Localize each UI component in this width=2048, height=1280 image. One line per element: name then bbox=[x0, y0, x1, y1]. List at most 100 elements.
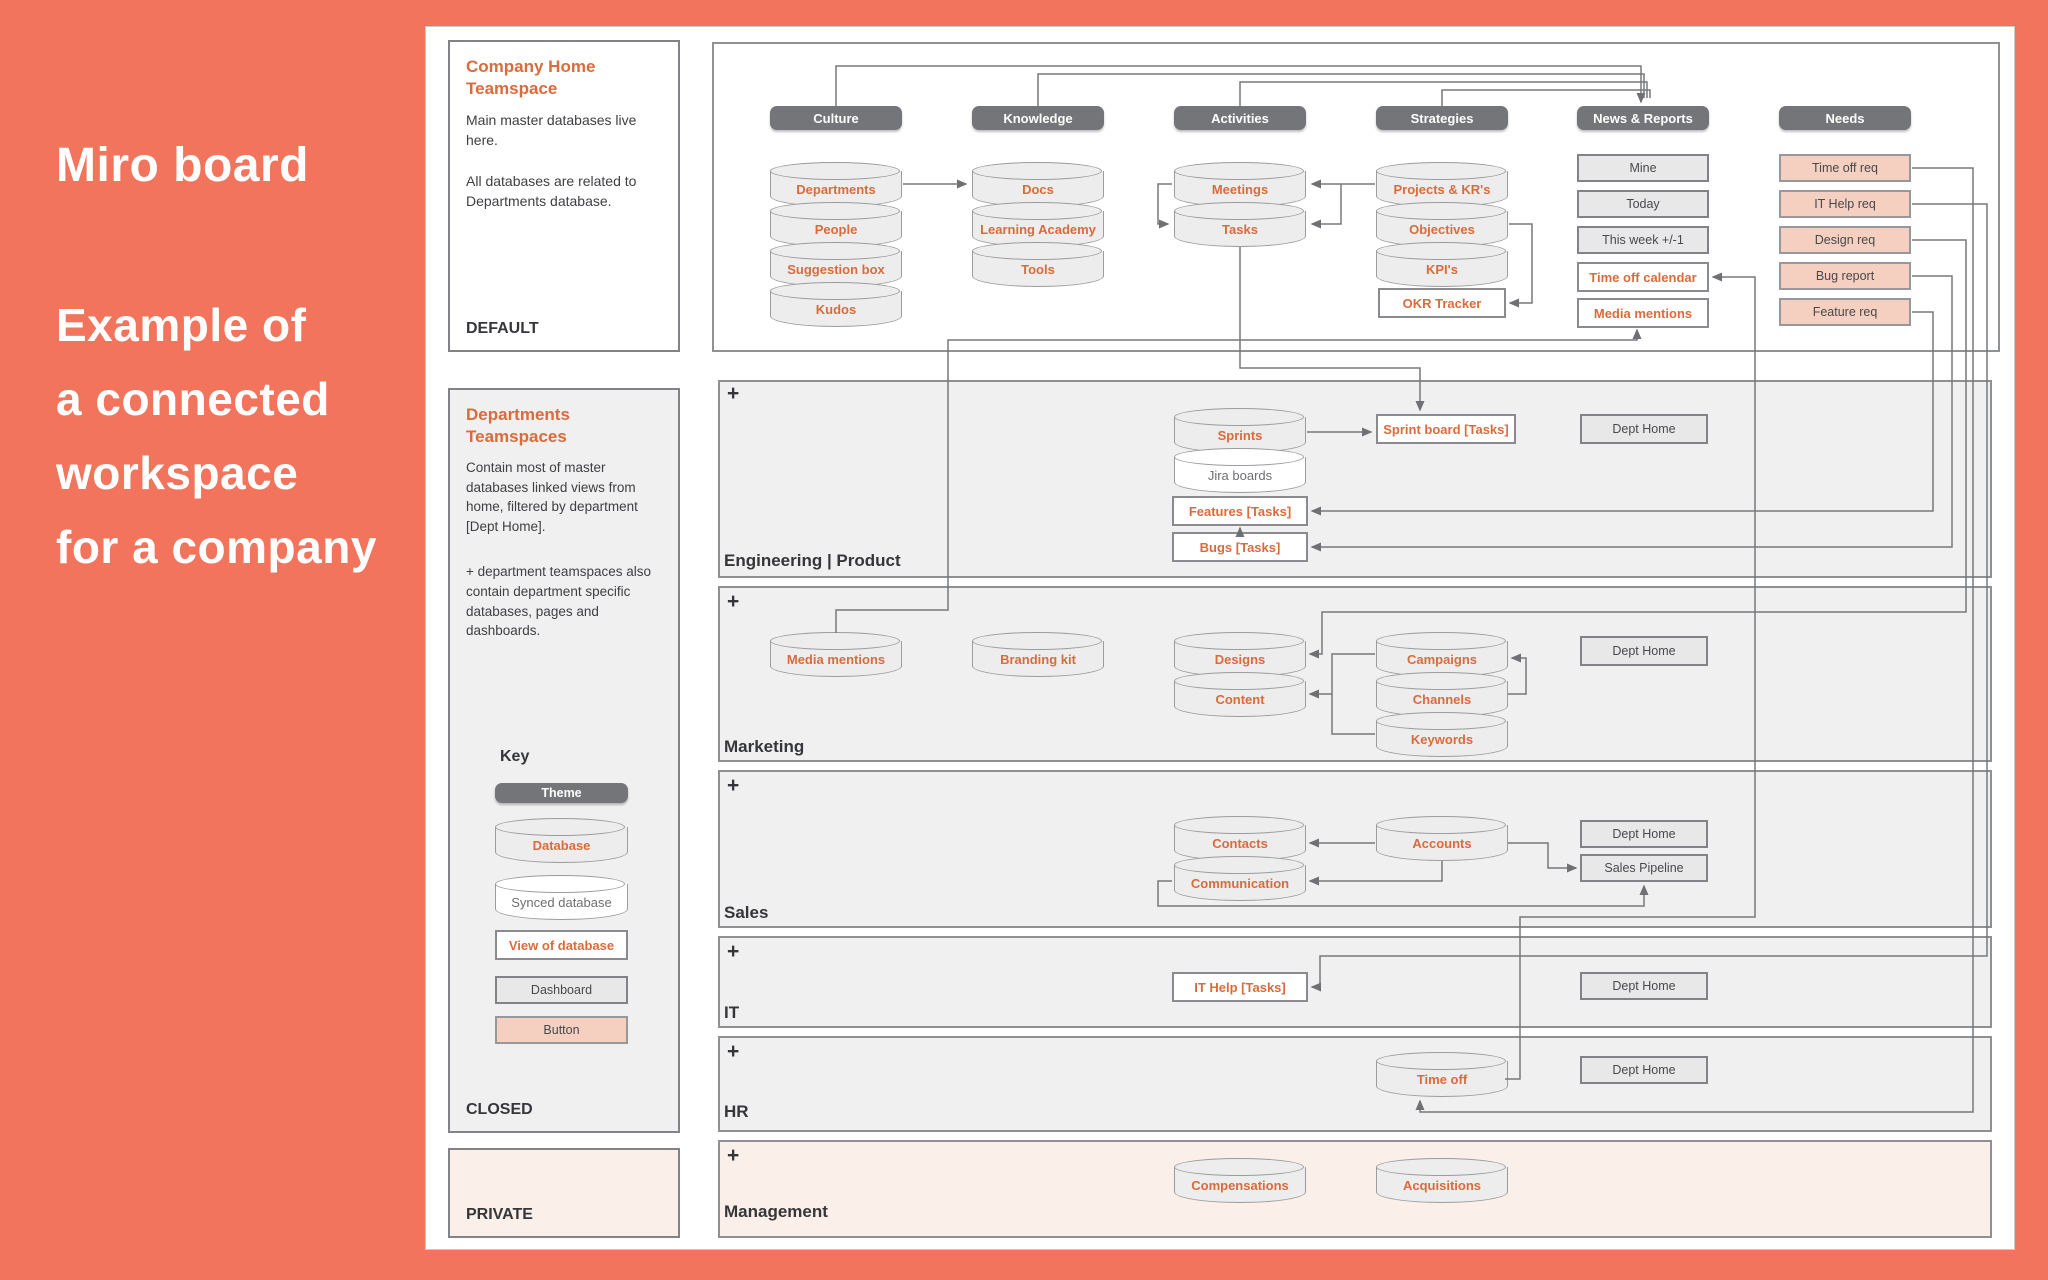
db-content[interactable]: Content bbox=[1174, 672, 1306, 717]
theme-label: News & Reports bbox=[1593, 110, 1693, 126]
key-button-sample[interactable]: Button bbox=[495, 1016, 628, 1044]
key-label: View of database bbox=[508, 937, 615, 953]
section-sales[interactable] bbox=[718, 770, 1992, 928]
view-bugs-tasks[interactable]: Bugs [Tasks] bbox=[1172, 532, 1308, 562]
db-label: Docs bbox=[1022, 182, 1054, 197]
section-it[interactable] bbox=[718, 936, 1992, 1028]
departments-teamspaces-panel[interactable]: Departments Teamspaces Contain most of m… bbox=[448, 388, 680, 1133]
plus-icon[interactable]: + bbox=[727, 940, 740, 963]
view-time-off-calendar[interactable]: Time off calendar bbox=[1577, 262, 1709, 292]
plus-icon[interactable]: + bbox=[727, 1040, 740, 1063]
db-departments[interactable]: Departments bbox=[770, 162, 902, 207]
db-label: People bbox=[814, 222, 858, 237]
section-marketing[interactable] bbox=[718, 586, 1992, 762]
view-it-help-tasks[interactable]: IT Help [Tasks] bbox=[1172, 972, 1308, 1002]
view-features-tasks[interactable]: Features [Tasks] bbox=[1172, 496, 1308, 526]
button-time-off-req[interactable]: Time off req bbox=[1779, 154, 1911, 182]
view-sprint-board-tasks[interactable]: Sprint board [Tasks] bbox=[1376, 414, 1516, 444]
dashboard-dept-home-it[interactable]: Dept Home bbox=[1580, 972, 1708, 1000]
theme-header-knowledge[interactable]: Knowledge bbox=[972, 106, 1104, 130]
db-label: Meetings bbox=[1211, 182, 1269, 197]
button-label: Design req bbox=[1814, 233, 1876, 247]
view-media-mentions[interactable]: Media mentions bbox=[1577, 298, 1709, 328]
button-it-help-req[interactable]: IT Help req bbox=[1779, 190, 1911, 218]
theme-header-needs[interactable]: Needs bbox=[1779, 106, 1911, 130]
button-label: Time off req bbox=[1812, 161, 1878, 175]
dashboard-dept-home-hr[interactable]: Dept Home bbox=[1580, 1056, 1708, 1084]
section-hr[interactable] bbox=[718, 1036, 1992, 1132]
db-docs[interactable]: Docs bbox=[972, 162, 1104, 207]
db-label: Media mentions bbox=[786, 652, 886, 667]
db-kudos[interactable]: Kudos bbox=[770, 282, 902, 327]
db-media-mentions[interactable]: Media mentions bbox=[770, 632, 902, 677]
theme-header-activities[interactable]: Activities bbox=[1174, 106, 1306, 130]
plus-icon[interactable]: + bbox=[727, 382, 740, 405]
dashboard-dept-home-sales[interactable]: Dept Home bbox=[1580, 820, 1708, 848]
dashboard-dept-home-engineering[interactable]: Dept Home bbox=[1580, 414, 1708, 444]
view-okr-tracker[interactable]: OKR Tracker bbox=[1378, 288, 1506, 318]
button-label: IT Help req bbox=[1814, 197, 1876, 211]
db-label: Tasks bbox=[1222, 222, 1258, 237]
section-label-engineering: Engineering | Product bbox=[724, 551, 901, 570]
dashboard-mine[interactable]: Mine bbox=[1577, 154, 1709, 182]
view-label: Bugs [Tasks] bbox=[1199, 539, 1281, 555]
section-engineering[interactable] bbox=[718, 380, 1992, 578]
key-label: Theme bbox=[541, 786, 582, 800]
db-kpis[interactable]: KPI's bbox=[1376, 242, 1508, 287]
db-label: Projects & KR's bbox=[1393, 182, 1491, 197]
key-synced-database-sample[interactable]: Synced database bbox=[495, 875, 628, 920]
db-acquisitions[interactable]: Acquisitions bbox=[1376, 1158, 1508, 1203]
theme-label: Activities bbox=[1211, 110, 1269, 126]
private-panel[interactable]: PRIVATE bbox=[448, 1148, 680, 1238]
key-theme-sample[interactable]: Theme bbox=[495, 783, 628, 803]
db-compensations[interactable]: Compensations bbox=[1174, 1158, 1306, 1203]
dashboard-label: Dept Home bbox=[1612, 979, 1676, 993]
plus-icon[interactable]: + bbox=[727, 1144, 740, 1167]
plus-icon[interactable]: + bbox=[727, 590, 740, 613]
panel-title: Departments Teamspaces bbox=[466, 405, 570, 447]
key-view-of-database-sample[interactable]: View of database bbox=[495, 930, 628, 960]
db-label: Accounts bbox=[1412, 836, 1472, 851]
db-label: Tools bbox=[1021, 262, 1055, 277]
dashboard-today[interactable]: Today bbox=[1577, 190, 1709, 218]
button-feature-req[interactable]: Feature req bbox=[1779, 298, 1911, 326]
db-meetings[interactable]: Meetings bbox=[1174, 162, 1306, 207]
db-label: Compensations bbox=[1191, 1178, 1289, 1193]
theme-label: Strategies bbox=[1410, 110, 1474, 126]
db-contacts[interactable]: Contacts bbox=[1174, 816, 1306, 861]
theme-header-culture[interactable]: Culture bbox=[770, 106, 902, 130]
key-database-sample[interactable]: Database bbox=[495, 818, 628, 863]
db-suggestion-box[interactable]: Suggestion box bbox=[770, 242, 902, 287]
dashboard-this-week[interactable]: This week +/-1 bbox=[1577, 226, 1709, 254]
button-label: Feature req bbox=[1812, 305, 1878, 319]
dashboard-sales-pipeline[interactable]: Sales Pipeline bbox=[1580, 854, 1708, 882]
db-label: Communication bbox=[1190, 876, 1290, 891]
company-home-teamspace-panel[interactable]: Company Home Teamspace Main master datab… bbox=[448, 40, 680, 352]
db-jira-boards[interactable]: Jira boards bbox=[1174, 448, 1306, 493]
db-tools[interactable]: Tools bbox=[972, 242, 1104, 287]
db-people[interactable]: People bbox=[770, 202, 902, 247]
theme-label: Needs bbox=[1825, 110, 1865, 126]
theme-header-strategies[interactable]: Strategies bbox=[1376, 106, 1508, 130]
poster-title: Miro board bbox=[56, 139, 309, 192]
dashboard-label: Sales Pipeline bbox=[1604, 861, 1684, 875]
db-accounts[interactable]: Accounts bbox=[1376, 816, 1508, 861]
db-time-off[interactable]: Time off bbox=[1376, 1052, 1508, 1097]
button-label: Bug report bbox=[1815, 269, 1875, 283]
dashboard-dept-home-marketing[interactable]: Dept Home bbox=[1580, 636, 1708, 666]
db-tasks[interactable]: Tasks bbox=[1174, 202, 1306, 247]
plus-icon[interactable]: + bbox=[727, 774, 740, 797]
db-branding-kit[interactable]: Branding kit bbox=[972, 632, 1104, 677]
section-management[interactable] bbox=[718, 1140, 1992, 1238]
db-communication[interactable]: Communication bbox=[1174, 856, 1306, 901]
dashboard-label: Mine bbox=[1629, 161, 1657, 175]
key-dashboard-sample[interactable]: Dashboard bbox=[495, 976, 628, 1004]
section-label-marketing: Marketing bbox=[724, 737, 805, 756]
theme-header-news-reports[interactable]: News & Reports bbox=[1577, 106, 1709, 130]
button-design-req[interactable]: Design req bbox=[1779, 226, 1911, 254]
default-label: DEFAULT bbox=[466, 320, 539, 337]
button-bug-report[interactable]: Bug report bbox=[1779, 262, 1911, 290]
db-designs[interactable]: Designs bbox=[1174, 632, 1306, 677]
section-label-hr: HR bbox=[724, 1102, 749, 1121]
db-keywords[interactable]: Keywords bbox=[1376, 712, 1508, 757]
